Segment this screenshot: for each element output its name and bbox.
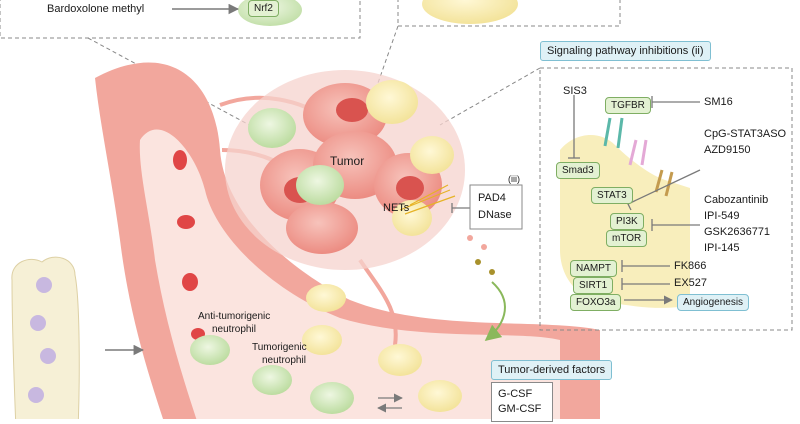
factor-dot: [467, 235, 473, 241]
nets-label: NETs: [383, 202, 410, 214]
foxo3a-node: FOXO3a: [570, 294, 622, 311]
red-blood-cell: [177, 215, 195, 229]
dnase-label: DNase: [478, 209, 512, 221]
nets-inhibitor-box: [469, 184, 523, 230]
tumor-nucleus: [396, 176, 424, 200]
yellow-cell: [422, 0, 518, 24]
green-neutrophil: [296, 165, 344, 205]
tgfbr-node: TGFBR: [605, 97, 651, 114]
tumorigenic-neutrophil: [302, 325, 342, 355]
red-blood-cell: [173, 150, 187, 170]
smad3-node: Smad3: [556, 162, 600, 179]
angiogenesis-node: Angiogenesis: [677, 294, 750, 311]
tumorigenic-label-line1: Tumorigenic: [252, 342, 307, 353]
green-neutrophil: [252, 365, 292, 395]
tumor-nucleus: [336, 98, 368, 122]
extravasating-neutrophil: [306, 284, 346, 312]
anti-tumorigenic-label-line2: neutrophil: [212, 324, 256, 335]
factor-g-csf: G-CSF: [498, 388, 533, 400]
sis3-label: SIS3: [563, 85, 587, 97]
cpg-stat3aso-label: CpG-STAT3ASO: [704, 128, 787, 140]
nampt-node: NAMPT: [570, 260, 617, 277]
tgfbr-receptor: [603, 117, 624, 149]
pi3k-node: PI3K: [610, 213, 644, 230]
yellow-neutrophil: [410, 136, 454, 174]
progenitor-cell: [30, 315, 46, 331]
tumor-derived-factors-list: G-CSF GM-CSF: [491, 382, 553, 422]
signaling-panel-border: [539, 67, 793, 331]
receptor: [628, 139, 648, 166]
sm16-label: SM16: [704, 96, 733, 108]
tumor-mass: [225, 70, 465, 312]
tumor-cell: [286, 202, 358, 254]
vessel-neutrophils: [190, 325, 462, 414]
tumor-derived-factors-title: Tumor-derived factors: [491, 360, 613, 380]
stat3-node: STAT3: [591, 187, 633, 204]
yellow-neutrophil: [418, 380, 462, 412]
top-left-panel: [0, 0, 361, 39]
progenitor-cell: [28, 387, 44, 403]
nets-fibers: [399, 184, 456, 215]
ex527-label: EX527: [674, 277, 708, 289]
yellow-neutrophil: [378, 344, 422, 376]
sirt1-node: SIRT1: [573, 277, 614, 294]
cabozantinib-label: Cabozantinib: [704, 194, 769, 206]
ipi-145-label: IPI-145: [704, 242, 740, 254]
top-right-panel: [397, 0, 621, 27]
dashed-callout-line: [439, 67, 541, 126]
factor-dot: [481, 244, 487, 250]
mtor-node: mTOR: [606, 230, 648, 247]
factor-dot: [475, 259, 481, 265]
tumor-factors-arrow: [484, 281, 506, 342]
factor-dot: [489, 269, 495, 275]
ipi-549-label: IPI-549: [704, 210, 740, 222]
red-blood-cell: [182, 273, 198, 291]
nrf2-target-label: Nrf2: [248, 0, 279, 17]
fk866-label: FK866: [674, 260, 707, 272]
gsk2636771-label: GSK2636771: [704, 226, 771, 238]
stat3-inhibit-line: [627, 169, 701, 205]
capillary: [358, 258, 398, 346]
factor-gm-csf: GM-CSF: [498, 403, 542, 415]
bardoxolone-methyl-label: Bardoxolone methyl: [47, 3, 145, 15]
anti-tumorigenic-label-line1: Anti-tumorigenic: [198, 311, 271, 322]
tumor-label: Tumor: [330, 154, 365, 168]
nets-inhibition-tag: (iii): [508, 174, 520, 184]
green-neutrophil: [248, 108, 296, 148]
green-neutrophil: [310, 382, 354, 414]
yellow-neutrophil: [366, 80, 418, 124]
progenitor-cell: [36, 277, 52, 293]
progenitor-cell: [40, 348, 56, 364]
pad4-label: PAD4: [478, 192, 506, 204]
anti-tumorigenic-neutrophil: [190, 335, 230, 365]
bone-marrow: [11, 256, 145, 424]
tumorigenic-label-line2: neutrophil: [262, 355, 306, 366]
azd9150-label: AZD9150: [704, 144, 751, 156]
signaling-pathway-title: Signaling pathway inhibitions (ii): [540, 41, 711, 61]
